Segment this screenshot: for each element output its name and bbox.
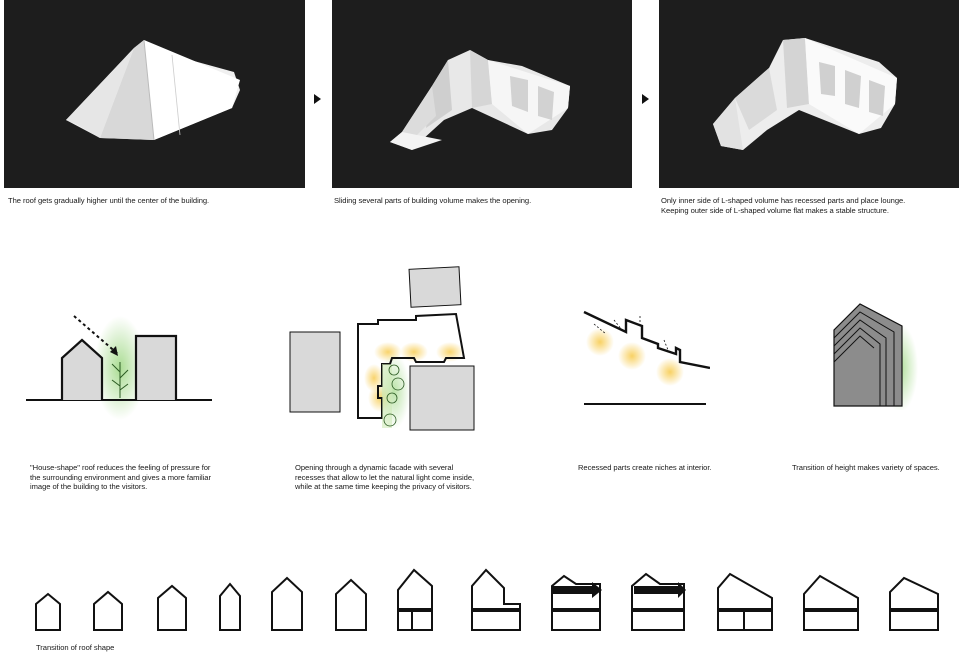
- niche-section-sketch: [583, 310, 710, 405]
- roof-shape-3: [157, 584, 187, 631]
- concept-caption-2: Opening through a dynamic facade with se…: [295, 463, 475, 492]
- model-photo-3: [659, 0, 959, 188]
- roof-shape-2: [93, 590, 123, 631]
- roof-shape-5: [271, 576, 303, 631]
- model-photo-1: [4, 0, 305, 188]
- photo-caption-2: Sliding several parts of building volume…: [334, 196, 532, 205]
- roof-transition-caption: Transition of roof shape: [36, 643, 115, 652]
- roof-shape-11: [717, 572, 773, 631]
- model-photo-2: [332, 0, 632, 188]
- facade-plan-sketch: [289, 266, 475, 431]
- photo-caption-3: Only inner side of L-shaped volume has r…: [661, 196, 906, 215]
- roof-shape-1: [35, 592, 61, 631]
- concept-caption-4: Transition of height makes variety of sp…: [792, 463, 940, 472]
- roof-shape-13: [889, 576, 939, 631]
- roof-shape-10: [631, 572, 685, 631]
- height-transition-sketch: [833, 303, 918, 410]
- concept-caption-3: Recessed parts create niches at interior…: [578, 463, 712, 472]
- roof-shape-7: [397, 568, 433, 631]
- roof-shape-4: [219, 582, 241, 631]
- arrow-right-icon: [642, 94, 649, 104]
- roof-shape-8: [471, 568, 521, 631]
- house-shape-sketch: [26, 315, 212, 420]
- roof-shape-12: [803, 574, 859, 631]
- arrow-right-icon: [314, 94, 321, 104]
- roof-shape-6: [335, 578, 367, 631]
- photo-caption-1: The roof gets gradually higher until the…: [8, 196, 210, 205]
- concept-caption-1: "House-shape" roof reduces the feeling o…: [30, 463, 211, 492]
- roof-transition-sequence: [35, 568, 939, 631]
